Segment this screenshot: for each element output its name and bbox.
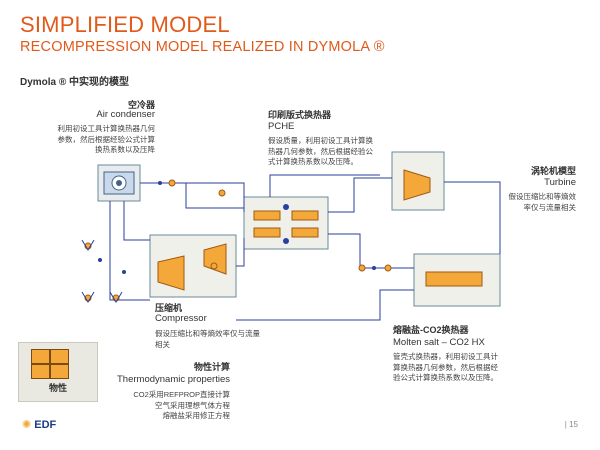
properties-icon-label: 物性: [48, 383, 67, 393]
thermo-note: CO2采用REFPROP直接计算 空气采用理想气体方程 熔融盐采用修正方程: [133, 390, 230, 420]
edf-logo: ✺ EDF: [22, 419, 57, 431]
slide-title: SIMPLIFIED MODEL: [20, 12, 230, 37]
air-condenser-note: 利用初设工具计算换热器几何 参数，然后根据经验公式计算 换热系数以及压降: [57, 124, 156, 154]
section-heading: Dymola ® 中实现的模型: [20, 77, 130, 88]
molten-salt-label-cn: 熔融盐-CO2换热器: [393, 325, 469, 335]
air-condenser-label-en: Air condenser: [96, 109, 155, 120]
thermo-properties-icon-box: 物性: [18, 342, 98, 402]
molten-salt-note: 管壳式换热器，利用初设工具计 算换热器几何参数，然后根据经 验公式计算换热系数以…: [393, 352, 498, 382]
compressor-label-cn: 压缩机: [155, 303, 183, 313]
pche-label-en: PCHE: [268, 121, 295, 132]
compressor-note: 假设压缩比和等熵效率仅与流量 相关: [155, 329, 260, 349]
turbine-label-en: Turbine: [544, 177, 576, 188]
turbine-note: 假设压缩比和等熵效 率仅与流量相关: [508, 192, 577, 212]
pche-note: 假设质量，利用初设工具计算换 热器几何参数，然后根据经验公 式计算换热系数以及压…: [268, 136, 373, 166]
thermo-label-en: Thermodynamic properties: [117, 374, 230, 385]
page-number: | 15: [564, 420, 578, 429]
turbine-label-cn: 涡轮机模型: [530, 166, 576, 176]
thermo-label-cn: 物性计算: [193, 362, 230, 372]
properties-grid-icon: [31, 349, 69, 379]
slide-subtitle: RECOMPRESSION MODEL REALIZED IN DYMOLA ®: [20, 39, 385, 55]
compressor-label-en: Compressor: [155, 313, 207, 324]
molten-salt-label-en: Molten salt – CO2 HX: [393, 337, 485, 348]
pche-label-cn: 印刷版式换热器: [268, 110, 332, 120]
air-condenser-label-cn: 空冷器: [127, 100, 155, 110]
